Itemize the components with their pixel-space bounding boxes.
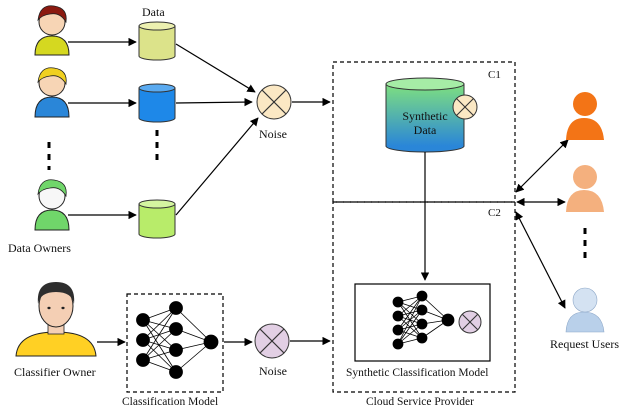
synthetic-data-label-line1: Synthetic <box>402 109 447 123</box>
neural-network-icon <box>136 301 219 379</box>
classifier-owner-icon <box>15 282 97 357</box>
noise-bottom-label: Noise <box>259 364 287 378</box>
noise-bottom-icon <box>254 323 290 359</box>
synthetic-neural-network-icon <box>392 290 455 350</box>
noise-top-label: Noise <box>259 127 287 141</box>
c1-label: C1 <box>488 69 501 81</box>
cloud-provider-c2-box <box>332 201 516 393</box>
classification-model-box <box>126 293 224 393</box>
noise-top-icon <box>256 84 292 120</box>
cloud-service-provider-label: Cloud Service Provider <box>366 396 474 408</box>
data-cylinder-1 <box>138 21 176 61</box>
data-label: Data <box>142 5 165 19</box>
data-owner-1-icon <box>34 5 70 56</box>
request-user-3-icon <box>565 287 605 333</box>
data-cylinder-2 <box>138 83 176 123</box>
data-cylinder-3 <box>138 199 176 239</box>
data-owners-label: Data Owners <box>8 241 71 255</box>
c2-label: C2 <box>488 207 501 219</box>
data-owner-3-icon <box>34 179 70 231</box>
classifier-owner-label: Classifier Owner <box>14 365 96 379</box>
synthetic-data-label-line2: Data <box>414 123 437 137</box>
synthetic-data-noise-icon <box>452 94 478 120</box>
classification-model-label: Classification Model <box>122 396 218 408</box>
request-user-1-icon <box>566 92 604 140</box>
synthetic-model-noise-icon <box>458 310 482 334</box>
data-owner-2-icon <box>34 67 70 118</box>
request-user-2-icon <box>566 165 604 212</box>
request-users-label: Request Users <box>550 337 619 351</box>
synthetic-classification-model-label: Synthetic Classification Model <box>346 367 488 379</box>
